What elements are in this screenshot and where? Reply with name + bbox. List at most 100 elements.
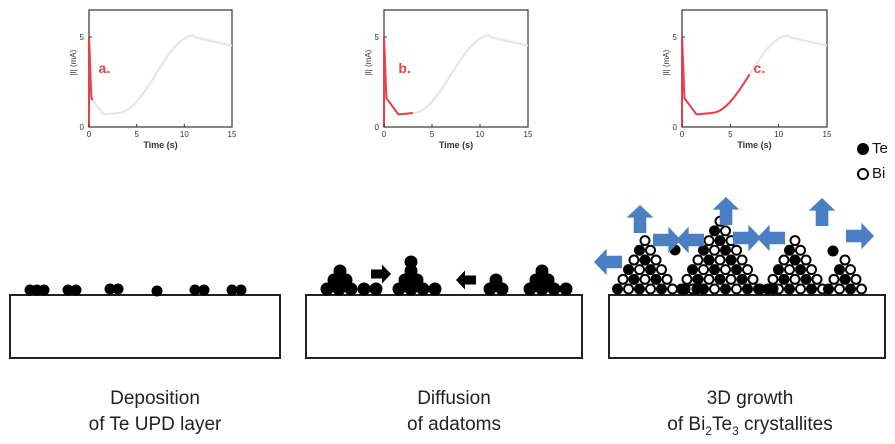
y-axis-label: |I| (mA) [662,49,671,75]
bi-atom [720,225,731,237]
te-atom [112,283,124,295]
x-tick-label: 0 [87,130,92,139]
panel-label: c. [754,60,766,76]
caption-c-text1: of Bi [667,414,706,435]
caption-a: Deposition of Te UPD layer [25,386,285,438]
x-tick-label: 5 [728,130,733,139]
bi-atom [789,273,801,285]
caption-c-sub1: 2 [705,423,712,438]
bi-atom [698,264,709,276]
te-atom [754,283,766,295]
adatom-clusters [320,255,573,296]
legend-te: Te [857,140,888,157]
x-tick-label: 10 [476,130,485,139]
bi-atom [709,283,720,295]
y-tick-label: 5 [80,33,85,42]
faded-transient-curve [87,34,233,116]
bi-atom [806,264,817,276]
bi-atom [811,273,823,285]
bi-atom [789,235,801,247]
bi-atom [681,273,693,285]
te-atom [709,225,720,237]
x-tick-label: 10 [180,130,189,139]
bi-atom [703,235,715,247]
bi-atom [736,254,748,266]
bi-atom [725,273,737,285]
x-axis-label: Time (s) [737,140,771,150]
bi-atom [645,283,656,295]
bi-atom [720,264,731,276]
caption-b: Diffusion of adatoms [324,386,584,438]
te-atom [731,264,742,276]
te-atom [320,282,334,296]
caption-c-text3: crystallites [738,414,833,435]
highlighted-transient-segment [88,36,94,127]
bi-atom [656,264,667,276]
te-atom [720,244,731,256]
x-axis-label: Time (s) [439,140,473,150]
te-atom [823,283,834,295]
te-atom [773,264,784,276]
te-upd-monolayer [24,283,247,297]
x-tick-label: 0 [382,130,387,139]
x-tick-label: 15 [524,130,533,139]
bi2te3-crystallites [612,215,867,295]
bi-atom [645,244,656,256]
te-atom [428,282,442,296]
bi-atom [692,254,704,266]
te-atom [559,282,573,296]
te-atom [70,284,82,296]
te-atom [650,273,662,285]
growth-arrow-icon [676,226,704,254]
bi-atom [617,273,629,285]
bi-atom [834,283,845,295]
bi-atom [667,283,678,295]
te-atom [24,284,36,296]
substrate-b [305,294,583,359]
te-atom [736,273,748,285]
bi-atom [623,283,634,295]
x-tick-label: 10 [774,130,783,139]
te-atom [535,264,549,278]
open-circle-icon [857,167,869,180]
bi-atom [828,273,840,285]
te-atom [698,244,709,256]
growth-arrow-icon [653,226,681,254]
bi-atom [845,264,856,276]
te-atom [634,244,645,256]
te-atom [703,254,715,266]
te-atom [645,264,656,276]
growth-arrow-icon [626,205,654,233]
te-atom [834,264,845,276]
bi-atom [778,254,790,266]
te-atom [784,283,795,295]
y-tick-label: 0 [673,123,678,132]
te-atom [404,264,418,278]
y-axis-label: |I| (mA) [364,49,373,75]
te-atom [692,273,704,285]
caption-a-line2: of Te UPD layer [88,414,222,435]
bi-atom [639,273,651,285]
caption-b-line2: of adatoms [407,414,501,435]
te-atom [623,264,634,276]
te-atom [489,273,503,287]
te-atom [725,254,737,266]
x-tick-label: 15 [228,130,237,139]
growth-arrow-icon [594,248,622,276]
y-axis-label: |I| (mA) [69,49,78,75]
bi-atom [784,264,795,276]
te-atom [628,273,640,285]
y-tick-label: 0 [375,123,380,132]
growth-arrow-icon [712,197,740,225]
highlighted-transient-segment [383,36,413,127]
x-tick-label: 0 [680,130,685,139]
x-axis-label: Time (s) [143,140,177,150]
growth-arrow-icon [808,198,836,226]
y-tick-label: 5 [673,33,678,42]
te-atom [369,282,383,296]
te-atom [784,244,795,256]
caption-c: 3D growth of Bi2Te3 crystallites [620,386,880,444]
bi-atom [742,264,753,276]
growth-arrow-icon [757,224,785,252]
